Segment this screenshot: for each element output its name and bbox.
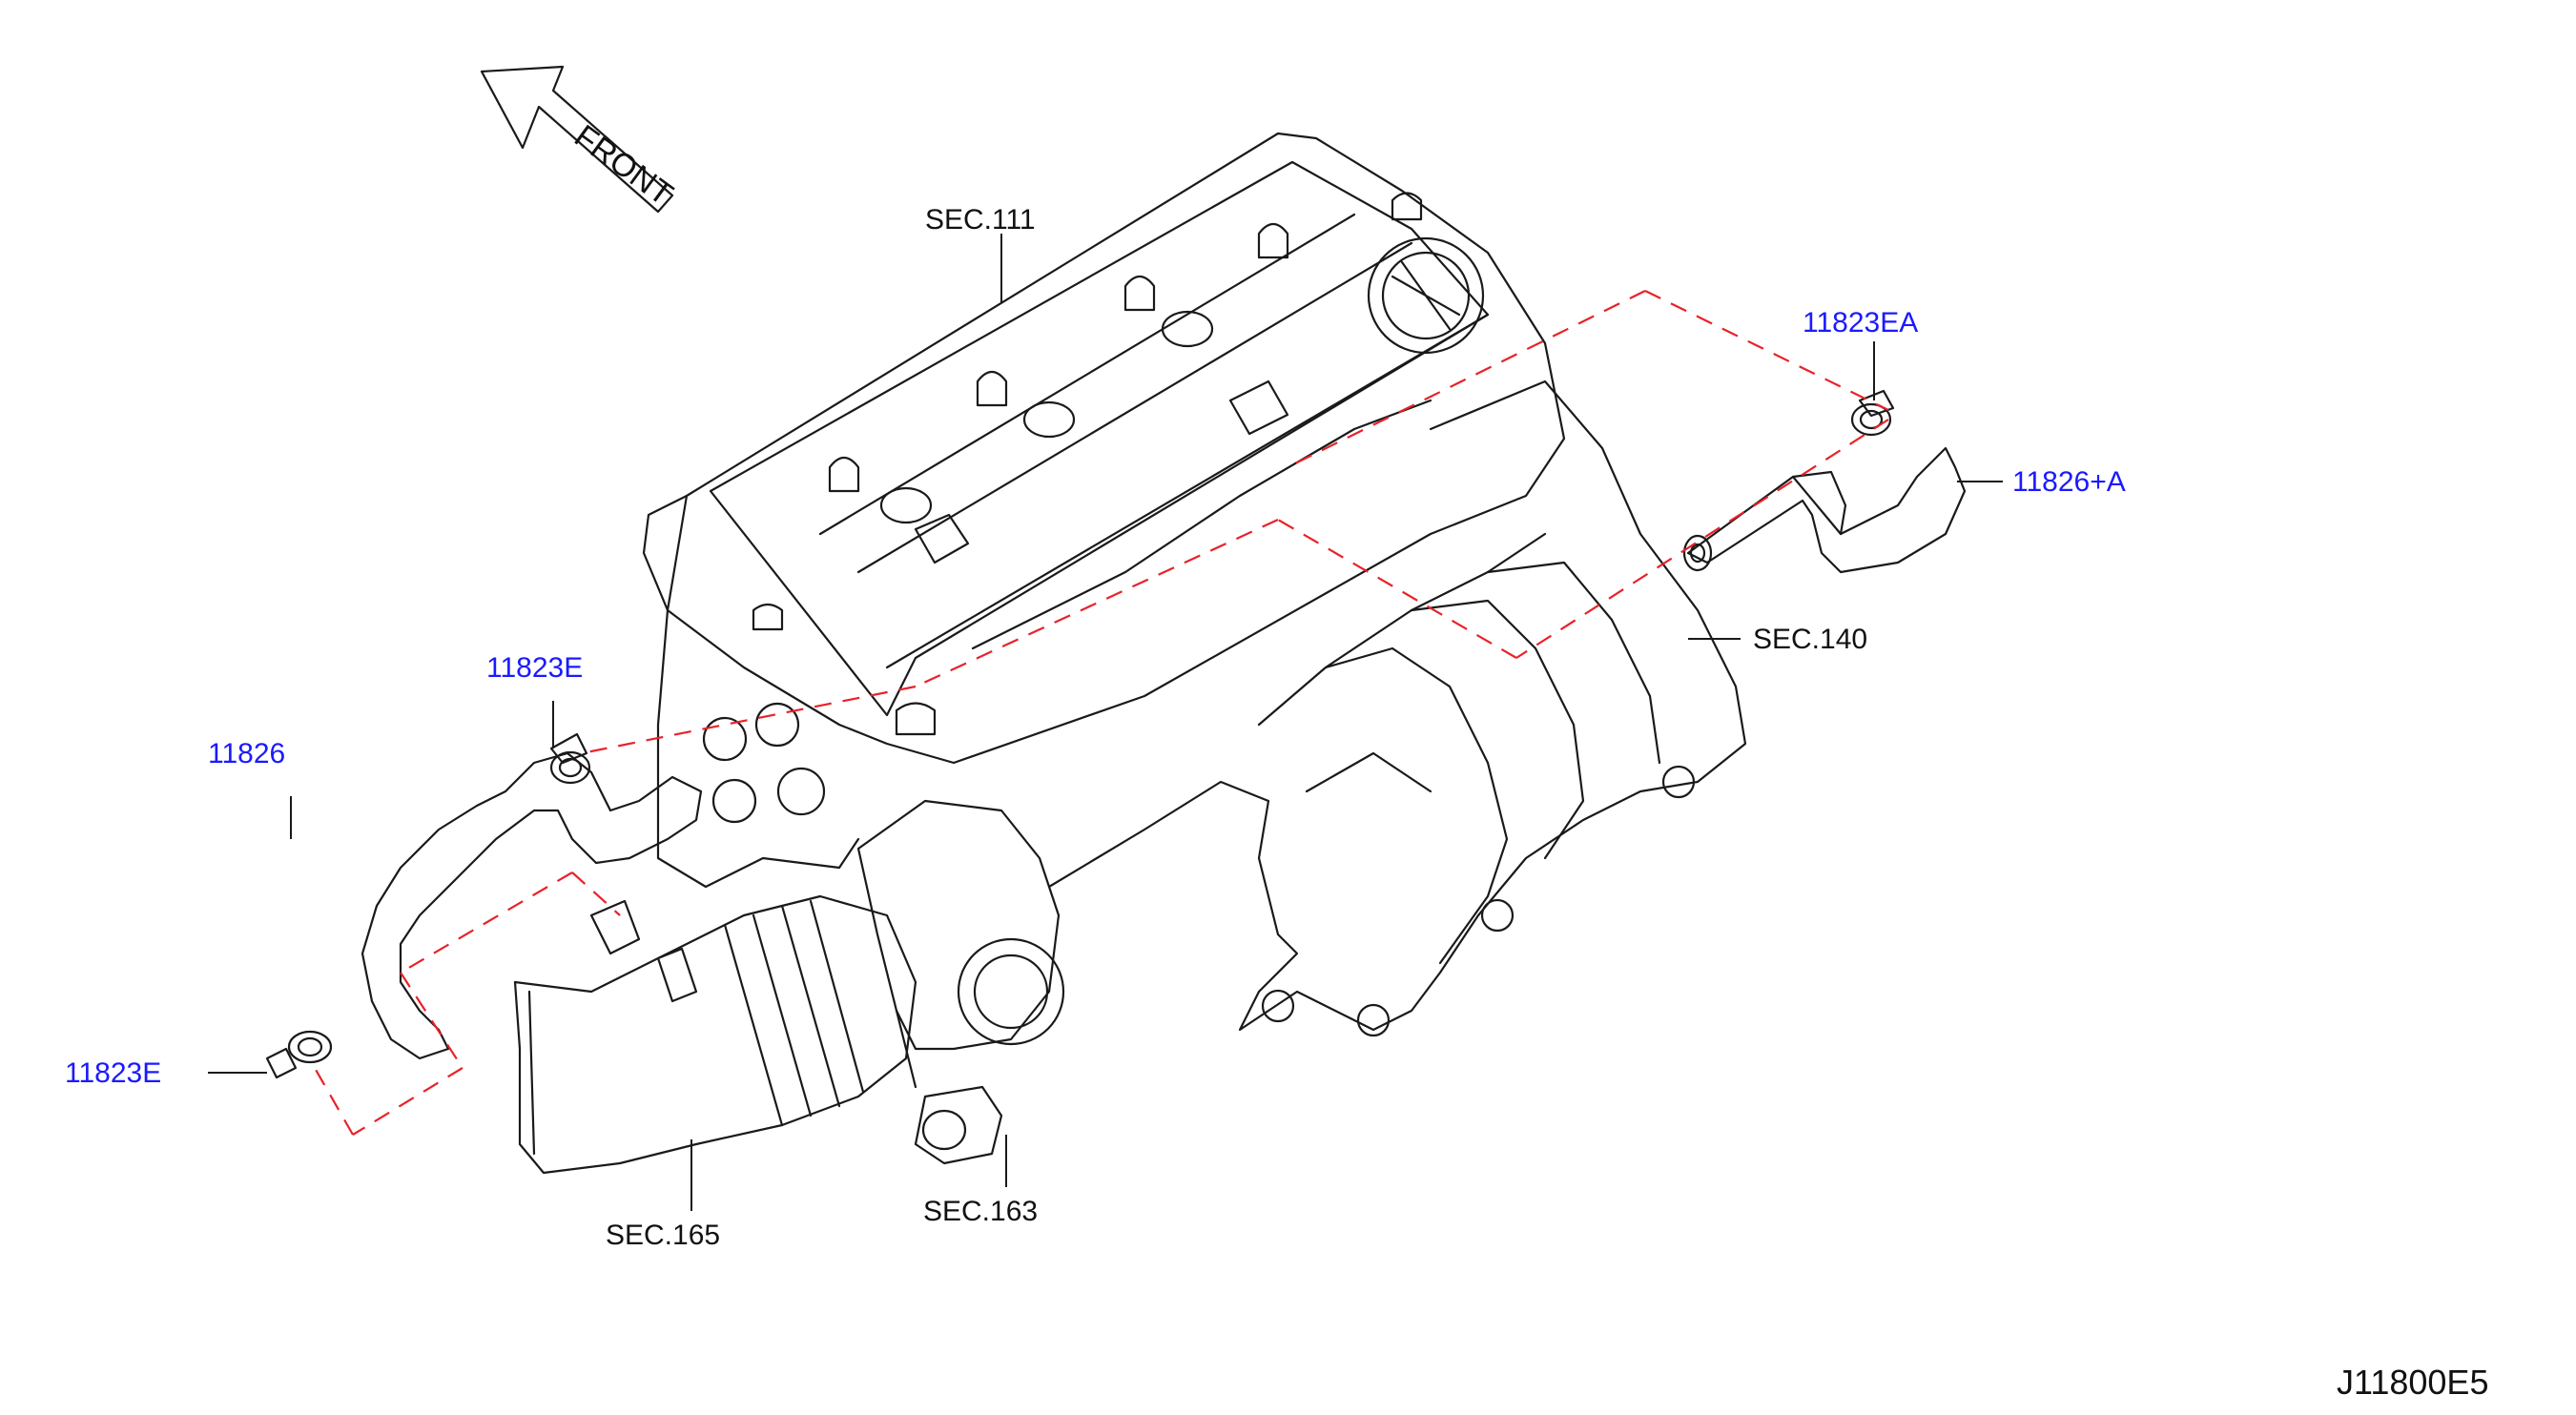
hose-11826A [1682, 446, 1967, 574]
label-11826A: 11826+A [2012, 466, 2126, 498]
front-arrow-icon [480, 65, 674, 214]
clamp-11823E-lower [265, 1030, 333, 1079]
cylinder-head-cover [642, 132, 1566, 765]
label-sec-111: SEC.111 [925, 204, 1036, 236]
clamp-11823EA [1850, 389, 1895, 437]
label-sec-163: SEC.163 [923, 1196, 1038, 1227]
guide-lines [314, 290, 1889, 1136]
leader-lines [208, 234, 2003, 1211]
diagram-code: J11800E5 [2337, 1363, 2488, 1402]
label-sec-165: SEC.165 [606, 1220, 720, 1251]
label-11826: 11826 [208, 738, 285, 769]
front-label: FRONT [567, 118, 679, 214]
label-sec-140: SEC.140 [1753, 624, 1867, 655]
label-11823E-upper: 11823E [486, 652, 583, 684]
intake-manifold [1047, 379, 1747, 1037]
throttle-body [856, 799, 1065, 1165]
air-inlet-duct [513, 894, 917, 1175]
label-11823E-lower: 11823E [65, 1057, 161, 1089]
clamp-11823E-upper [549, 732, 591, 785]
engine-block [656, 399, 1432, 889]
label-11823EA: 11823EA [1803, 307, 1918, 338]
hose-11826 [361, 751, 703, 1060]
